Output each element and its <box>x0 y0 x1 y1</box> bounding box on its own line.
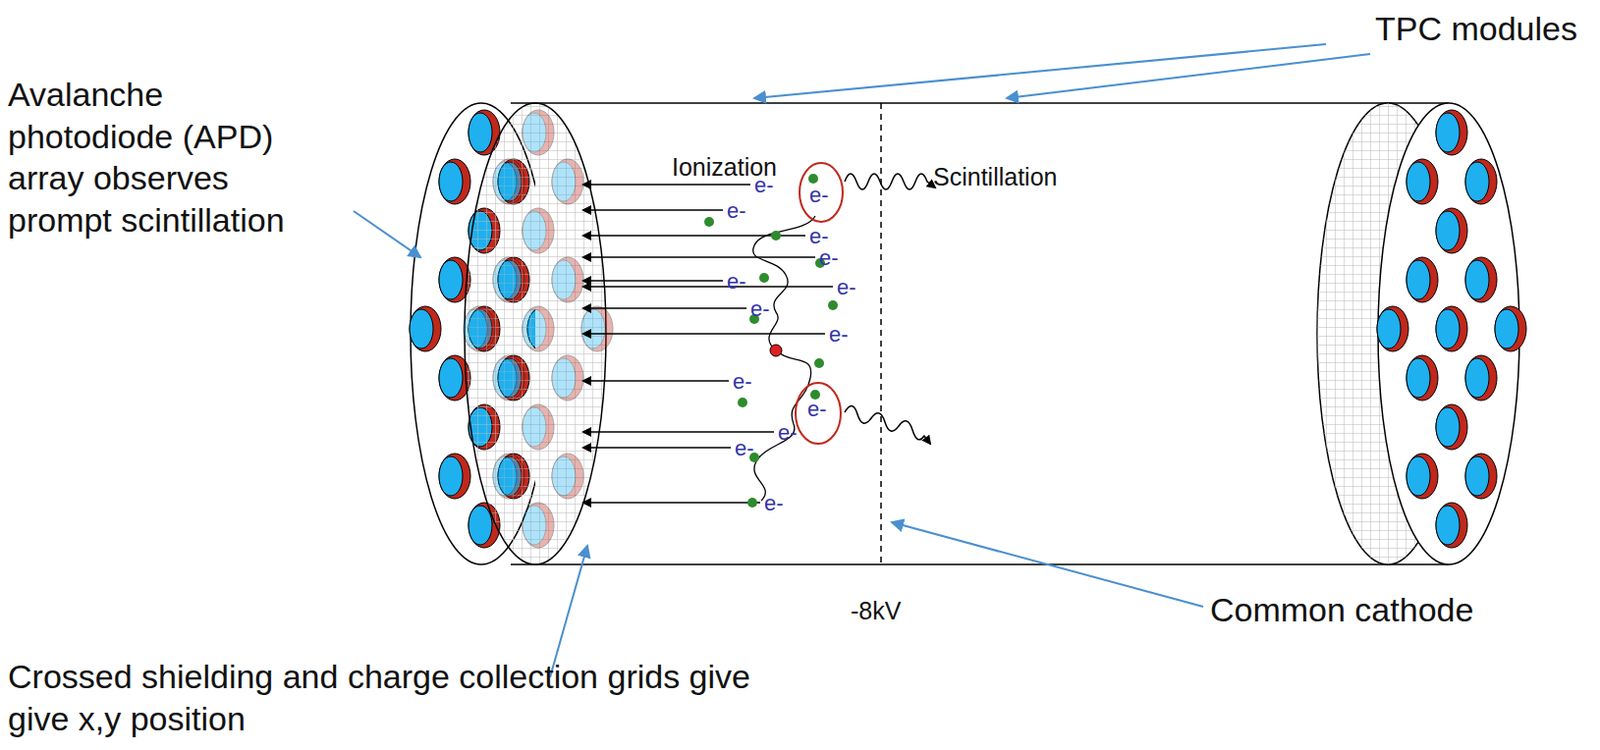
circled-electron: e- <box>793 381 843 446</box>
electron-label: e- <box>809 225 829 248</box>
voltage-label: -8kV <box>850 596 901 627</box>
electron-label: e- <box>836 276 857 299</box>
electron-label: e- <box>809 184 829 207</box>
electron-label: e- <box>819 247 839 270</box>
electron-label: e- <box>764 493 784 515</box>
electron-label: e- <box>807 398 828 421</box>
electron-label: e- <box>754 174 774 197</box>
process-label: Scintillation <box>933 162 1057 193</box>
electron-label: e- <box>732 371 753 393</box>
electron-label: e- <box>726 200 747 222</box>
callout-text: Crossed shielding and charge collection … <box>7 656 755 740</box>
electron-label: e- <box>726 271 747 293</box>
callout-text: TPC modules <box>1375 7 1578 51</box>
callout-text: Avalanche photodiode (APD) array observe… <box>7 73 323 241</box>
electron-label: e- <box>828 324 849 346</box>
circled-electron: e- <box>797 161 845 224</box>
electron-label: e- <box>777 422 798 444</box>
callout-text: Common cathode <box>1210 589 1474 632</box>
electron-label: e- <box>750 298 771 321</box>
electron-label: e- <box>734 438 755 460</box>
